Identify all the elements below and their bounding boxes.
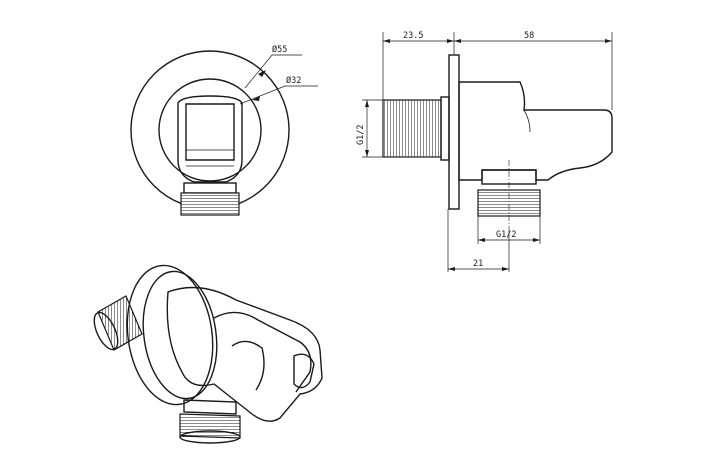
iso-inlet-end — [93, 311, 119, 351]
outlet-nut — [183, 182, 237, 194]
dimension-arrow — [478, 238, 485, 242]
dimension-arrow — [447, 39, 454, 43]
iso-holder-tab — [293, 353, 315, 389]
body-width-label: 58 — [524, 31, 534, 41]
leader-arrowhead — [258, 70, 266, 77]
inlet-thread-label: G1/2 — [356, 125, 366, 145]
dimension-arrow — [502, 267, 509, 271]
front-view: Ø55 Ø32 — [130, 44, 318, 216]
inner-diameter-label: Ø32 — [286, 75, 301, 86]
flange-outer-circle — [130, 50, 290, 210]
dimension-arrow — [365, 100, 369, 107]
iso-outlet-end — [179, 430, 241, 444]
isometric-view — [93, 264, 323, 444]
side-view: 23.5 58 G1/2 G1/2 21 — [356, 31, 613, 272]
iso-flange-outer — [126, 264, 214, 406]
dimension-arrow — [365, 150, 369, 157]
holder-body-front-face — [185, 103, 235, 161]
dimension-arrow — [533, 238, 540, 242]
wall-flange — [448, 54, 460, 210]
dimension-arrow — [383, 39, 390, 43]
dimension-arrow — [605, 39, 612, 43]
leader-arrowhead — [252, 96, 260, 101]
dimension-arrow — [454, 39, 461, 43]
flange-width-label: 23.5 — [403, 31, 423, 41]
outer-diameter-label: Ø55 — [272, 44, 287, 55]
holder-body-outline — [177, 95, 243, 183]
dimension-arrow — [448, 267, 455, 271]
iso-holder-cradle — [231, 340, 265, 391]
outlet-offset-label: 21 — [473, 259, 483, 269]
inlet-thread — [382, 99, 442, 158]
inner-diameter-leader — [239, 85, 318, 105]
flange-inner-circle — [158, 78, 262, 182]
iso-holder-face — [213, 311, 312, 393]
holder-cradle — [523, 109, 531, 133]
holder-body-side-outline — [458, 81, 613, 181]
iso-outlet-nut — [183, 399, 237, 415]
outlet-thread — [180, 192, 240, 216]
iso-outlet-thread — [179, 413, 241, 439]
outlet-thread-label: G1/2 — [496, 230, 516, 240]
outer-diameter-leader — [244, 54, 302, 89]
iso-inlet-thread — [97, 295, 143, 351]
iso-flange-rim — [142, 270, 218, 400]
iso-holder-body — [166, 286, 323, 422]
inlet-shoulder — [440, 96, 450, 161]
